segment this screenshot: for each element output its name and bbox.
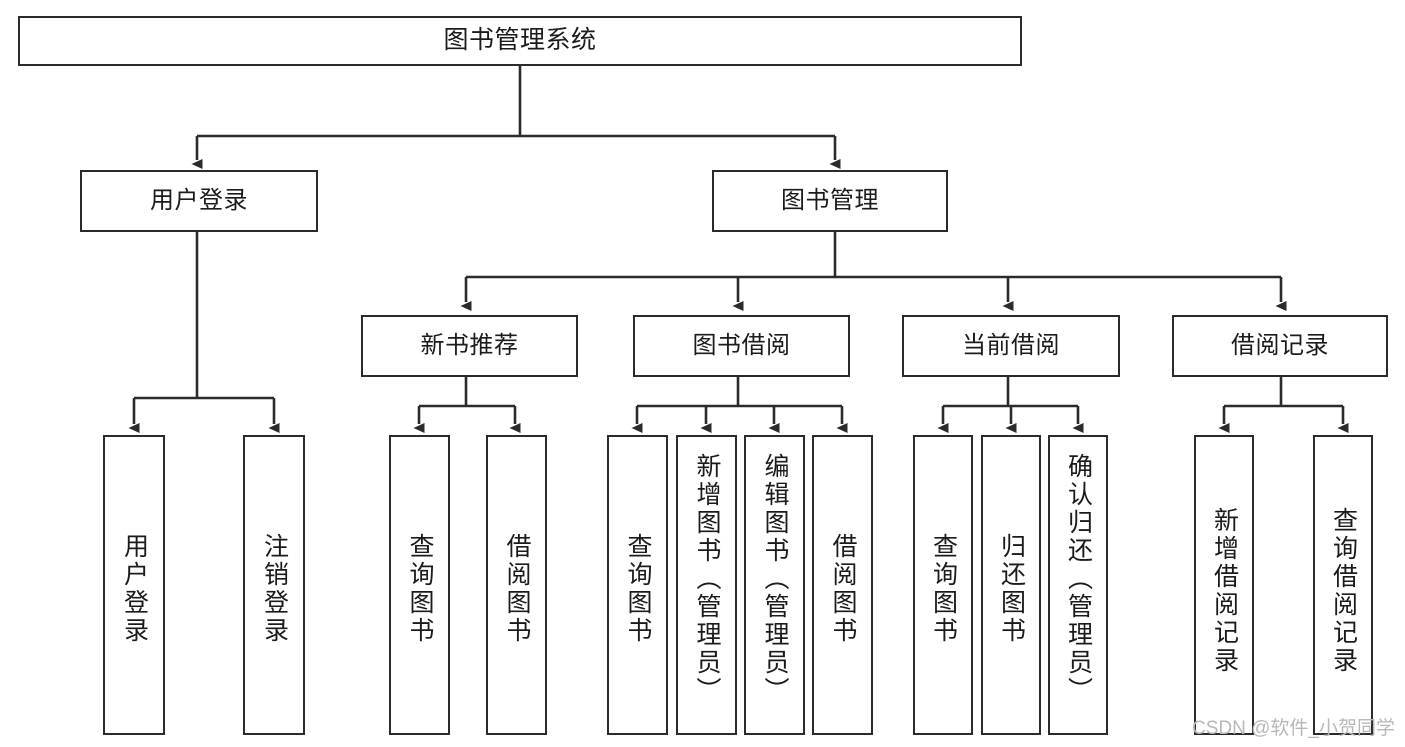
node-leaf-user-login-label: 用户登录 [120, 533, 149, 645]
node-new-book-recommend[interactable]: 新书推荐 [361, 315, 578, 377]
node-user-login-label: 用户登录 [150, 186, 248, 214]
node-leaf-query-record-label: 查询借阅记录 [1329, 507, 1358, 675]
node-leaf-user-login[interactable]: 用户登录 [103, 435, 165, 735]
node-leaf-add-record-label: 新增借阅记录 [1210, 507, 1239, 675]
node-leaf-query-book-a-label: 查询图书 [406, 533, 434, 645]
node-new-book-recommend-label: 新书推荐 [420, 331, 519, 359]
node-leaf-borrow-book-b-label: 借阅图书 [829, 533, 857, 645]
node-root[interactable]: 图书管理系统 [18, 16, 1022, 66]
node-leaf-query-book-b-label: 查询图书 [624, 533, 652, 645]
node-book-manage[interactable]: 图书管理 [712, 170, 948, 232]
node-leaf-borrow-book-a-label: 借阅图书 [503, 533, 531, 645]
node-borrow-record-label: 借阅记录 [1231, 331, 1329, 359]
node-leaf-borrow-book-b[interactable]: 借阅图书 [812, 435, 873, 735]
node-borrow-record[interactable]: 借阅记录 [1172, 315, 1388, 377]
node-current-borrow-label: 当前借阅 [962, 331, 1060, 359]
node-leaf-add-book[interactable]: 新增图书（管理员） [676, 435, 737, 735]
node-leaf-add-record[interactable]: 新增借阅记录 [1194, 435, 1254, 735]
node-root-label: 图书管理系统 [443, 26, 597, 55]
node-leaf-return-book[interactable]: 归还图书 [981, 435, 1041, 735]
node-book-borrow-label: 图书借阅 [692, 331, 791, 359]
node-leaf-add-book-label: 新增图书（管理员） [693, 453, 721, 705]
node-leaf-edit-book[interactable]: 编辑图书（管理员） [744, 435, 805, 735]
node-leaf-confirm-return-label: 确认归还（管理员） [1064, 453, 1093, 705]
node-leaf-confirm-return[interactable]: 确认归还（管理员） [1048, 435, 1108, 735]
csdn-watermark: CSDN @软件_小贺同学 [1192, 718, 1395, 739]
node-book-borrow[interactable]: 图书借阅 [633, 315, 850, 377]
node-leaf-query-record[interactable]: 查询借阅记录 [1313, 435, 1373, 735]
node-leaf-query-book-b[interactable]: 查询图书 [607, 435, 668, 735]
node-leaf-query-book-c-label: 查询图书 [929, 533, 958, 645]
node-leaf-query-book-c[interactable]: 查询图书 [913, 435, 973, 735]
node-leaf-borrow-book-a[interactable]: 借阅图书 [486, 435, 547, 735]
node-leaf-user-logout-label: 注销登录 [260, 533, 289, 645]
node-leaf-return-book-label: 归还图书 [997, 533, 1026, 645]
node-leaf-user-logout[interactable]: 注销登录 [243, 435, 305, 735]
node-leaf-edit-book-label: 编辑图书（管理员） [761, 453, 789, 705]
node-current-borrow[interactable]: 当前借阅 [902, 315, 1120, 377]
node-user-login[interactable]: 用户登录 [80, 170, 318, 232]
node-book-manage-label: 图书管理 [781, 186, 879, 214]
node-leaf-query-book-a[interactable]: 查询图书 [389, 435, 450, 735]
